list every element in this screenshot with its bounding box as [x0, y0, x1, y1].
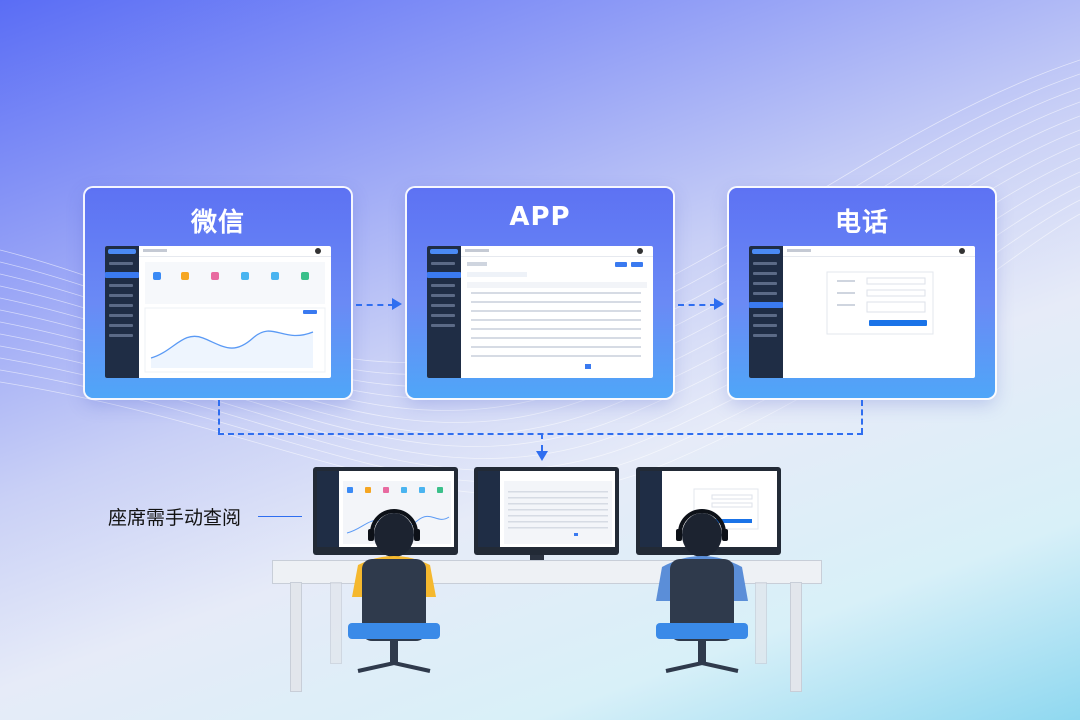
- desk-leg: [790, 582, 802, 692]
- agent-person-icon: [656, 509, 748, 673]
- dashboard-screenshot: [105, 246, 331, 378]
- monitor-icon: [474, 467, 619, 555]
- dashed-arrow-down-icon: [536, 451, 548, 461]
- dashed-arrow-right-icon: [678, 304, 716, 306]
- channel-title: APP: [509, 202, 571, 232]
- mock-sidebar: [427, 246, 461, 378]
- mock-sidebar: [749, 246, 783, 378]
- agent-person-icon: [348, 509, 440, 673]
- connector-down: [541, 433, 543, 451]
- arrowhead-right: [714, 298, 724, 310]
- desk-leg: [330, 582, 342, 664]
- channel-title: 电话: [834, 208, 889, 238]
- channel-card-app: APP: [407, 188, 673, 398]
- mock-topbar: [783, 246, 975, 257]
- mock-form-content: [826, 271, 934, 335]
- seat-label: 座席需手动查阅: [108, 507, 242, 529]
- mock-topbar: [139, 246, 331, 257]
- table-screenshot: [427, 246, 653, 378]
- channel-card-phone: 电话: [729, 188, 995, 398]
- form-screenshot: [749, 246, 975, 378]
- connector-bar: [218, 433, 863, 435]
- mock-table-content: [467, 262, 647, 369]
- desk-leg: [755, 582, 767, 664]
- connector-left: [218, 400, 220, 434]
- dashed-arrow-right-icon: [356, 304, 394, 306]
- desk-leg: [290, 582, 302, 692]
- seat-label-line: [258, 516, 302, 517]
- mock-topbar: [461, 246, 653, 257]
- mock-sidebar: [105, 246, 139, 378]
- connector-right: [861, 400, 863, 434]
- channel-title: 微信: [190, 208, 245, 238]
- mock-dashboard-content: [144, 262, 326, 373]
- arrowhead-right: [392, 298, 402, 310]
- channel-card-wechat: 微信: [85, 188, 351, 398]
